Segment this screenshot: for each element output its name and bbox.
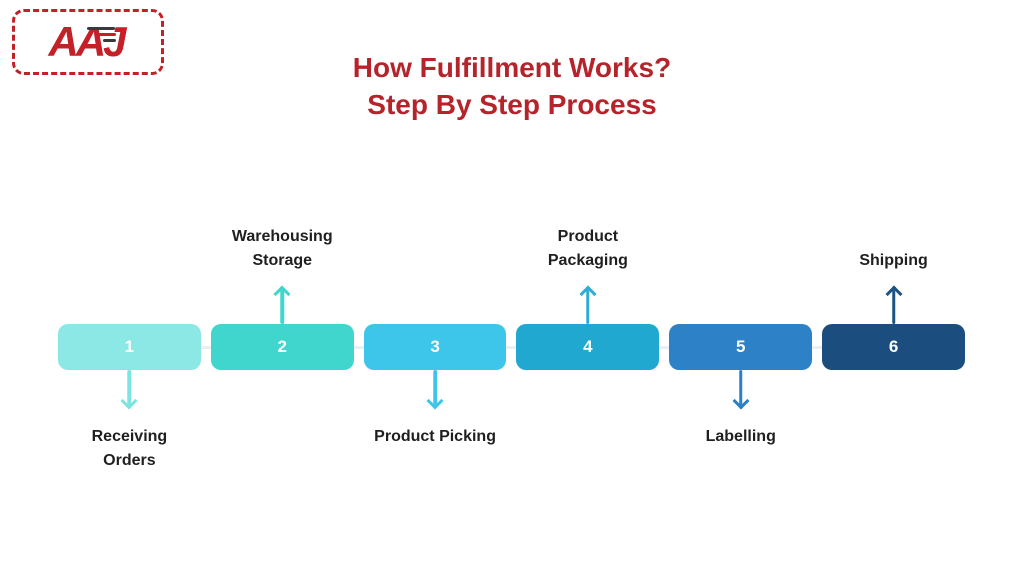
title-line-2: Step By Step Process bbox=[367, 89, 657, 120]
arrow-up-icon bbox=[273, 285, 291, 324]
step-label-top: Shipping bbox=[859, 252, 928, 269]
arrow-up-icon bbox=[579, 285, 597, 324]
step-box: 6 bbox=[822, 324, 965, 370]
step-label-bottom: Receiving Orders bbox=[91, 428, 168, 469]
process-flow: Receiving Orders 1 Receiving Orders Ware… bbox=[58, 225, 965, 475]
step-box: 3 bbox=[363, 324, 507, 370]
step-2: Warehousing Storage 2 Warehousing Storag… bbox=[210, 225, 354, 475]
step-box: 4 bbox=[516, 324, 660, 370]
step-number: 4 bbox=[583, 337, 593, 356]
step-label-bottom: Labelling bbox=[705, 428, 776, 445]
step-number: 5 bbox=[735, 337, 746, 356]
step-number: 2 bbox=[277, 337, 287, 356]
step-label-top: Warehousing Storage bbox=[231, 228, 333, 269]
step-4: Product Packaging 4 Product Packaging bbox=[516, 225, 660, 475]
step-number: 6 bbox=[888, 337, 899, 356]
step-box: 2 bbox=[210, 324, 354, 370]
step-number: 3 bbox=[430, 337, 440, 356]
step-3: Product Picking 3 Product Picking bbox=[363, 225, 507, 475]
step-6: Shipping 6 Shipping bbox=[822, 225, 965, 475]
step-label-bottom: Product Picking bbox=[374, 428, 496, 445]
step-5: Labelling 5 Labelling bbox=[669, 225, 813, 475]
arrow-down-icon bbox=[732, 370, 750, 410]
aaj-logo: AAJ bbox=[12, 9, 164, 75]
step-box: 1 bbox=[58, 324, 201, 370]
arrow-up-icon bbox=[885, 285, 903, 324]
step-label-top: Product Packaging bbox=[547, 228, 628, 269]
arrow-down-icon bbox=[120, 370, 138, 410]
step-1: Receiving Orders 1 Receiving Orders bbox=[58, 225, 201, 475]
step-box: 5 bbox=[669, 324, 813, 370]
title-line-1: How Fulfillment Works? bbox=[352, 52, 672, 83]
step-number: 1 bbox=[124, 337, 135, 356]
connector-line bbox=[62, 346, 961, 349]
page-title: How Fulfillment Works? Step By Step Proc… bbox=[0, 49, 1024, 123]
arrow-down-icon bbox=[426, 370, 444, 410]
